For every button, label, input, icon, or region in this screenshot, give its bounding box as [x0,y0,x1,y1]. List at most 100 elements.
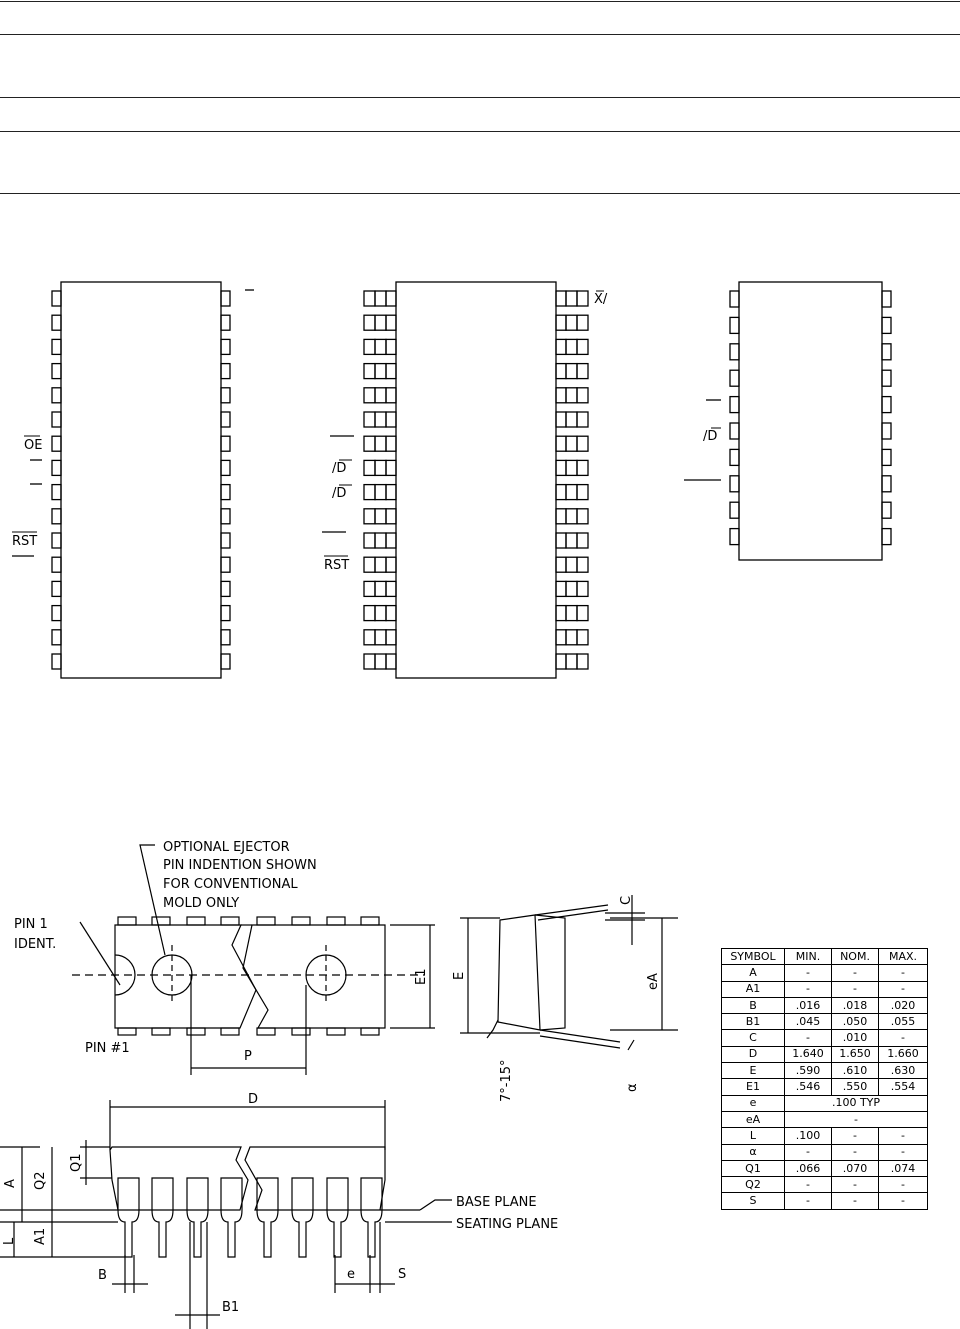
pin [729,422,740,440]
pin [385,556,397,573]
table-row: Q2--- [721,1176,928,1194]
pin [374,604,387,622]
pin [326,1027,346,1036]
table-cell: - [831,964,879,982]
pin [363,653,376,670]
pin [555,362,567,380]
dim-ea: eA [646,973,661,990]
pin [363,387,376,404]
pin [565,290,578,307]
dim-a: A [3,1179,18,1188]
pin [51,362,62,380]
pin [220,916,240,926]
pin [576,290,589,307]
pin [220,532,231,549]
callout-line-1: OPTIONAL EJECTOR [163,840,290,855]
top-view-body [114,924,257,1029]
table-cell: .010 [831,1029,879,1047]
top-view-pins [117,916,380,1036]
table-cell: - [784,980,832,998]
pin [565,629,578,646]
pin [220,314,231,331]
pin [51,532,62,549]
side-pin [326,1177,349,1258]
header-rule-2 [0,34,960,35]
table-cell: .546 [784,1078,832,1096]
pin [374,508,387,525]
pin [385,338,397,356]
dim-b1: B1 [222,1300,239,1315]
pin [220,653,231,670]
dim-e-pitch: e [347,1267,355,1282]
pin [385,532,397,549]
table-cell: C [721,1029,785,1047]
pin-labels: OE RST X/ /D /D RST /D [12,290,721,573]
base-plane-label: BASE PLANE [456,1195,537,1210]
pin [565,435,578,452]
dim-e1: E1 [414,969,429,986]
pin [576,338,589,356]
pin [555,629,567,646]
pin [576,387,589,404]
pin [51,387,62,404]
pin [220,435,231,452]
pin [881,369,892,387]
table-cell: 1.660 [878,1045,928,1064]
pin [729,527,740,546]
dim-c: C [619,896,634,905]
pin [385,435,397,452]
pin [374,387,387,404]
header-rule-4 [0,131,960,132]
table-cell: - [784,1110,928,1129]
pin [220,387,231,404]
table-cell: A1 [721,980,785,998]
pin [555,387,567,404]
pin [51,580,62,598]
pin [385,580,397,598]
pin [881,527,892,546]
pin [576,604,589,622]
table-cell: .045 [784,1013,832,1031]
pin [220,629,231,646]
pin [291,1027,311,1036]
pin [51,435,62,452]
pin-label-d1: /D [332,461,346,476]
pin [555,483,567,501]
pin [565,362,578,380]
table-cell: .018 [831,996,879,1015]
pin [363,362,376,380]
table-cell: - [878,980,928,998]
side-pin [291,1177,314,1258]
table-cell: - [831,1127,879,1145]
table-cell: .055 [878,1013,928,1031]
pin [363,435,376,452]
pin [51,411,62,428]
side-pin [151,1177,174,1258]
table-cell: .016 [784,996,832,1015]
pin [256,916,276,926]
dim-s: S [398,1267,406,1282]
pin [565,532,578,549]
pin [326,916,346,926]
pinout-diagrams [12,281,892,679]
table-row: Q1.066.070.074 [721,1159,928,1178]
pin [256,1027,276,1036]
pin-label-rst: RST [12,534,37,549]
side-pin [117,1177,140,1258]
pin [360,916,380,926]
side-view-pins [117,1177,383,1258]
table-cell: .554 [878,1078,928,1096]
dim-e: E [452,972,467,980]
pin [220,1027,240,1036]
table-cell: .070 [831,1159,879,1178]
pin [555,653,567,670]
pin [151,916,171,926]
pin [565,338,578,356]
pin [729,448,740,467]
pin [360,1027,380,1036]
pin [363,604,376,622]
pin [385,314,397,331]
pin [576,580,589,598]
pin-label-rst-mid: RST [324,558,349,573]
table-cell: D [721,1045,785,1064]
